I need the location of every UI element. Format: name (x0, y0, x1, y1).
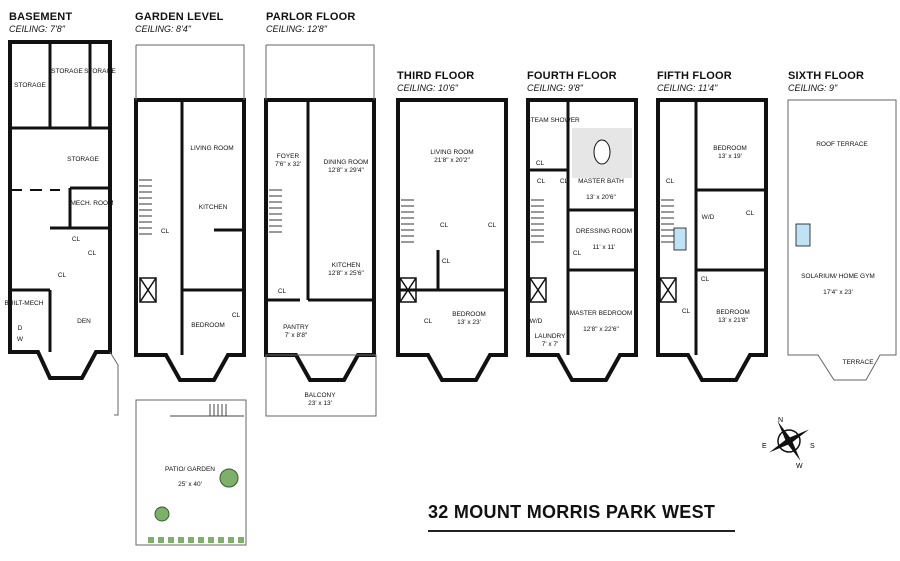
floor-title-fifth: FIFTH FLOOR (657, 70, 732, 82)
room-cl-f4: CL (572, 250, 582, 257)
room-cl-b2: CL (57, 272, 67, 279)
floor-title-garden: GARDEN LEVEL (135, 11, 224, 23)
room-storage-3: STORAGE (84, 68, 116, 75)
room-bedroom-third-size: 13' x 23' (457, 319, 481, 326)
room-storage-1: STORAGE (14, 82, 46, 89)
room-cl-f2: CL (559, 178, 569, 185)
room-master-bedroom-size: 12'8" x 22'6" (583, 326, 619, 333)
third-outline (396, 98, 508, 382)
garden-outline (134, 98, 246, 382)
room-cl-p1: CL (277, 288, 287, 295)
room-kitchen-garden: KITCHEN (198, 204, 228, 211)
ceiling-garden: CEILING: 8'4" (135, 24, 191, 34)
floor-title-third: THIRD FLOOR (397, 70, 475, 82)
room-mech: MECH. ROOM (70, 200, 114, 207)
room-den: DEN (77, 318, 91, 325)
room-living-garden: LIVING ROOM (190, 145, 234, 152)
room-dining: DINING ROOM (323, 159, 369, 166)
room-bedroom-5b-size: 13' x 21'8" (718, 317, 748, 324)
ceiling-fifth: CEILING: 11'4" (657, 83, 718, 93)
room-cl-b1: CL (71, 236, 81, 243)
room-cl-f1: CL (535, 160, 545, 167)
room-master-bedroom: MASTER BEDROOM (569, 310, 633, 317)
room-balcony-size: 23' x 13' (308, 400, 332, 407)
compass-e-label: E (762, 443, 767, 450)
room-cl-t2: CL (487, 222, 497, 229)
room-storage-4: STORAGE (67, 156, 99, 163)
room-cl-t1: CL (439, 222, 449, 229)
room-foyer-size: 7'6" x 32' (274, 161, 302, 168)
room-kitchen-parlor-size: 12'8" x 25'6" (328, 270, 364, 277)
ceiling-fourth: CEILING: 9'8" (527, 83, 583, 93)
room-terrace: TERRACE (842, 359, 874, 366)
floor-title-fourth: FOURTH FLOOR (527, 70, 617, 82)
room-washer-dryer-4: W/D (529, 318, 543, 325)
room-living-third: LIVING ROOM (430, 149, 474, 156)
room-master-bath-size: 13' x 20'6" (586, 194, 616, 201)
room-solarium-size: 17'4" x 23' (823, 289, 853, 296)
basement-outline (8, 40, 112, 380)
patio-outline (135, 399, 247, 546)
garden-rear-extension (135, 44, 245, 100)
room-cl-g1: CL (160, 228, 170, 235)
compass-s-label: S (810, 443, 815, 450)
room-dining-size: 12'8" x 29'4" (328, 167, 364, 174)
room-cl-v4: CL (681, 308, 691, 315)
parlor-outline (264, 98, 376, 382)
room-balcony: BALCONY (304, 392, 336, 399)
room-pantry: PANTRY (283, 324, 309, 331)
title-underline (428, 530, 735, 532)
fourth-outline (526, 98, 638, 382)
compass-n-label: N (778, 417, 783, 424)
room-cl-f3: CL (536, 178, 546, 185)
room-washer: W (16, 336, 24, 343)
room-cl-b3: CL (87, 250, 97, 257)
room-built-mech: BUILT-MECH (4, 300, 44, 307)
room-cl-t3: CL (441, 258, 451, 265)
room-bedroom-5b: BEDROOM (716, 309, 750, 316)
room-kitchen-parlor: KITCHEN (331, 262, 361, 269)
room-dressing: DRESSING ROOM (576, 228, 632, 235)
room-bedroom-5a-size: 13' x 19' (718, 153, 742, 160)
room-pantry-size: 7' x 8'8" (284, 332, 308, 339)
room-roof-terrace: ROOF TERRACE (816, 141, 868, 148)
room-dressing-size: 11' x 11' (592, 244, 616, 251)
sixth-outline (787, 99, 897, 381)
floor-title-parlor: PARLOR FLOOR (266, 11, 356, 23)
room-dryer: D (17, 325, 23, 332)
room-laundry-size: 7' x 7' (541, 341, 559, 348)
room-master-bath: MASTER BATH (578, 178, 624, 185)
room-washer-dryer-5: W/D (701, 214, 715, 221)
ceiling-parlor: CEILING: 12'8" (266, 24, 327, 34)
property-address-title: 32 MOUNT MORRIS PARK WEST (428, 502, 716, 522)
compass-w-label: W (796, 463, 803, 470)
parlor-rear-extension (265, 44, 375, 100)
room-bedroom-5a: BEDROOM (713, 145, 747, 152)
room-patio: PATIO/ GARDEN (165, 466, 215, 473)
compass-rose-icon: N S E W (762, 417, 815, 470)
room-cl-v1: CL (665, 178, 675, 185)
ceiling-basement: CEILING: 7'8" (9, 24, 65, 34)
room-cl-g2: CL (231, 312, 241, 319)
ceiling-third: CEILING: 10'6" (397, 83, 458, 93)
ceiling-sixth: CEILING: 9" (788, 83, 838, 93)
room-bedroom-third: BEDROOM (452, 311, 486, 318)
fifth-outline (656, 98, 768, 382)
room-storage-2: STORAGE (51, 68, 83, 75)
room-cl-t4: CL (423, 318, 433, 325)
room-laundry: LAUNDRY (534, 333, 566, 340)
balcony-outline (265, 354, 377, 417)
room-cl-v2: CL (745, 210, 755, 217)
floor-title-sixth: SIXTH FLOOR (788, 70, 865, 82)
basement-areaway (109, 351, 119, 416)
room-patio-size: 25' x 40' (178, 481, 202, 488)
room-living-third-size: 21'8" x 20'2" (434, 157, 470, 164)
room-bedroom-garden: BEDROOM (191, 322, 225, 329)
room-solarium: SOLARIUM/ HOME GYM (801, 273, 875, 280)
room-steam-shower: STEAM SHOWER (526, 117, 580, 124)
floor-title-basement: BASEMENT (9, 11, 73, 23)
room-cl-v3: CL (700, 276, 710, 283)
room-foyer: FOYER (276, 153, 300, 160)
